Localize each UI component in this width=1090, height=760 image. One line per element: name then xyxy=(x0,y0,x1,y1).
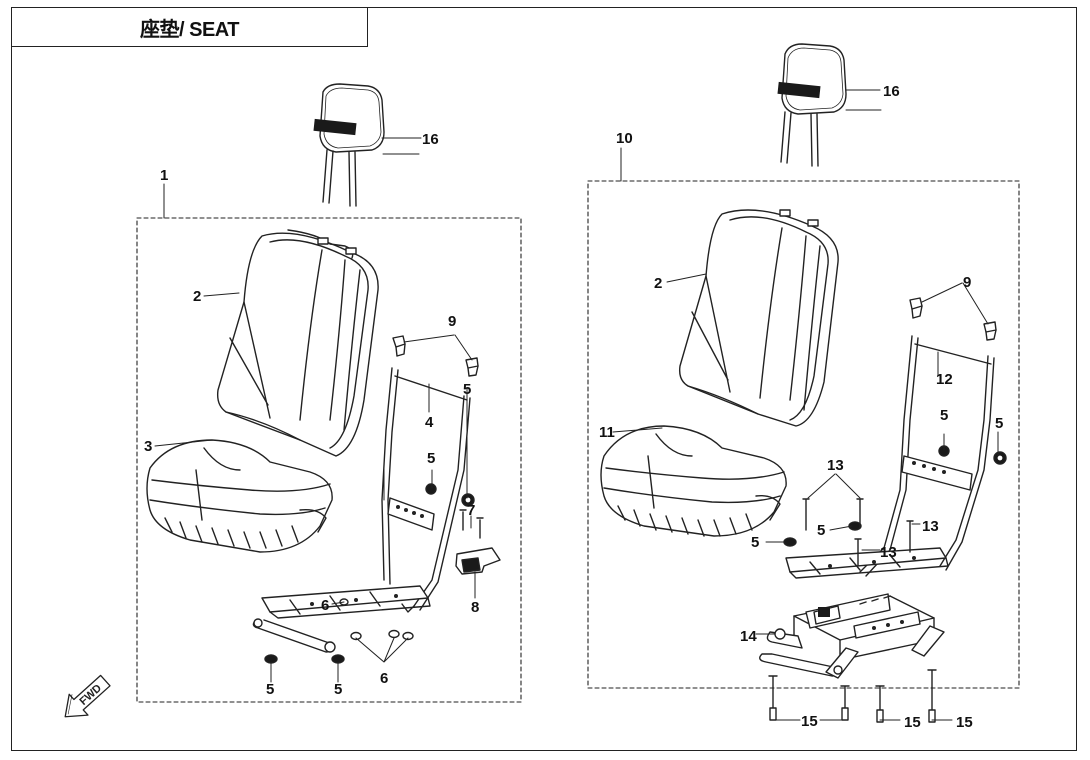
assembly-1-boundary xyxy=(136,217,522,703)
callout-5-f: 5 xyxy=(995,415,1003,432)
callout-16-left: 16 xyxy=(422,131,439,148)
callout-12: 12 xyxy=(936,371,953,388)
callout-5-b: 5 xyxy=(463,381,471,398)
callout-14: 14 xyxy=(740,628,757,645)
seat-cushion-left xyxy=(146,439,333,553)
callout-8: 8 xyxy=(471,599,479,616)
callout-5-g: 5 xyxy=(817,522,825,539)
headrest-left xyxy=(313,83,385,207)
callout-11: 11 xyxy=(599,424,615,441)
callouts: 1 2 3 4 5 5 16 9 7 8 6 6 5 5 10 16 2 9 1… xyxy=(144,83,1003,731)
callout-5-h: 5 xyxy=(751,534,759,551)
grommets-right xyxy=(909,297,997,341)
bolts-15 xyxy=(768,669,937,723)
callout-13-b: 13 xyxy=(922,518,939,535)
callout-9-left: 9 xyxy=(448,313,456,330)
callout-13-a: 13 xyxy=(827,457,844,474)
bolts-13 xyxy=(802,498,914,567)
callout-13-c: 13 xyxy=(880,544,897,561)
callout-1: 1 xyxy=(160,167,168,184)
callout-7: 7 xyxy=(467,502,475,519)
seat-cushion-right xyxy=(600,425,787,537)
title-box: 座垫/ SEAT xyxy=(11,7,368,47)
drawing-frame xyxy=(11,7,1077,751)
callout-9-right: 9 xyxy=(963,274,971,291)
page-title: 座垫/ SEAT xyxy=(140,18,239,41)
callout-10: 10 xyxy=(616,130,633,147)
seat-frame-right xyxy=(785,335,995,579)
nuts-left xyxy=(264,483,475,664)
leader-lines-left xyxy=(154,137,476,683)
callout-2-right: 2 xyxy=(654,275,662,292)
callout-16-right: 16 xyxy=(883,83,900,100)
callout-5-d: 5 xyxy=(334,681,342,698)
leader-lines-right xyxy=(612,89,999,721)
callout-6-a: 6 xyxy=(321,597,329,614)
callout-15-a: 15 xyxy=(801,713,818,730)
callout-3: 3 xyxy=(144,438,152,455)
callout-6-b: 6 xyxy=(380,670,388,687)
callout-4: 4 xyxy=(425,414,434,431)
callout-5-e: 5 xyxy=(940,407,948,424)
seat-rails xyxy=(759,593,945,679)
fwd-arrow: FWD xyxy=(64,674,111,718)
callout-5-c: 5 xyxy=(266,681,274,698)
callout-2-left: 2 xyxy=(193,288,201,305)
headrest-right xyxy=(777,43,847,167)
bracket-left xyxy=(455,509,501,575)
callout-15-b: 15 xyxy=(904,714,921,731)
callout-15-c: 15 xyxy=(956,714,973,731)
grommets-left xyxy=(392,335,479,377)
seat-back-right xyxy=(678,209,839,427)
seat-back-left xyxy=(216,229,379,457)
callout-5-a: 5 xyxy=(427,450,435,467)
